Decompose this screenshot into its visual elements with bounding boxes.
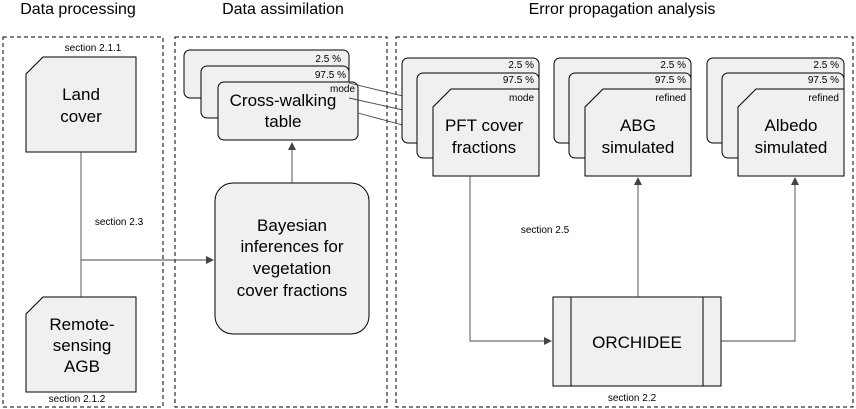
label-section-2-2: section 2.2 (608, 393, 657, 404)
remote-sensing-line-2: sensing (53, 336, 112, 355)
crosswalk-table-box (217, 81, 359, 141)
orchidee-label: ORCHIDEE (592, 333, 682, 352)
crosswalk-line-2: table (265, 112, 302, 131)
header-data-assimilation: Data assimilation (222, 1, 344, 18)
albedo-line-1: Albedo (765, 116, 818, 135)
land-cover-line-1: Land (62, 85, 100, 104)
remote-sensing-agb-box (25, 296, 137, 393)
remote-sensing-line-3: AGB (64, 357, 100, 376)
pft-label-mode: mode (509, 93, 534, 104)
bayesian-line-1: Bayesian (257, 216, 327, 235)
label-section-2-1-1: section 2.1.1 (65, 43, 122, 54)
abg-label-refined: refined (655, 93, 686, 104)
crosswalk-line-1: Cross-walking (230, 91, 337, 110)
crosswalk-label-2-5: 2.5 % (315, 54, 341, 65)
orchidee-box (552, 296, 722, 387)
abg-label-97-5: 97.5 % (655, 75, 686, 86)
albedo-label-refined: refined (808, 93, 839, 104)
pft-line-2: fractions (452, 138, 516, 157)
header-error-propagation: Error propagation analysis (529, 1, 716, 18)
bayesian-line-3: vegetation (253, 259, 331, 278)
crosswalk-label-mode: mode (330, 84, 355, 95)
label-section-2-5: section 2.5 (521, 225, 570, 236)
bayesian-line-4: cover fractions (237, 281, 348, 300)
albedo-label-2-5: 2.5 % (813, 60, 839, 71)
pft-label-2-5: 2.5 % (508, 60, 534, 71)
arrow-orchidee-to-albedo (721, 177, 799, 342)
albedo-label-97-5: 97.5 % (808, 75, 839, 86)
abg-line-1: ABG (620, 116, 656, 135)
arrow-pft-to-orchidee (469, 176, 552, 345)
abg-line-2: simulated (602, 138, 675, 157)
abg-label-2-5: 2.5 % (660, 60, 686, 71)
label-section-2-3: section 2.3 (95, 217, 144, 228)
label-section-2-1-2: section 2.1.2 (49, 394, 106, 405)
header-data-processing: Data processing (20, 1, 136, 18)
pft-cover-fractions-box (432, 88, 540, 177)
land-cover-box (25, 56, 137, 153)
frame-data-processing (2, 36, 164, 408)
land-cover-line-2: cover (60, 107, 102, 126)
albedo-line-2: simulated (755, 138, 828, 157)
crosswalk-label-97-5: 97.5 % (315, 70, 346, 81)
pft-line-1: PFT cover (445, 116, 523, 135)
remote-sensing-line-1: Remote- (49, 315, 114, 334)
abg-simulated-box (584, 88, 692, 177)
frame-data-assimilation (174, 36, 388, 408)
bayesian-line-2: inferences for (241, 237, 344, 256)
pft-label-97-5: 97.5 % (503, 75, 534, 86)
albedo-simulated-box (737, 88, 845, 177)
